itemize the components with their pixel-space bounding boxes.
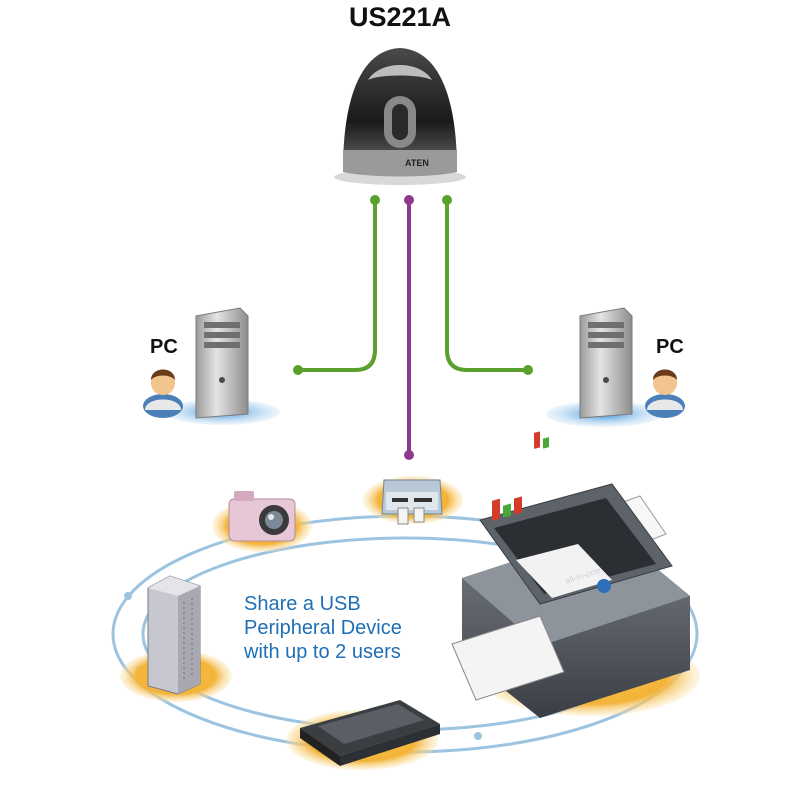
user-icon-left xyxy=(143,369,183,418)
camera-icon xyxy=(212,491,312,552)
tagline-line-2: Peripheral Device xyxy=(244,617,402,639)
pc-link-right-end-bottom xyxy=(523,365,533,375)
pc-link-left-end-bottom xyxy=(293,365,303,375)
usb-switch-device: ATEN xyxy=(334,48,466,185)
scanner-icon xyxy=(286,700,440,770)
pc-link-right xyxy=(445,200,528,372)
pc-link-left xyxy=(298,200,377,372)
pc-left xyxy=(164,307,280,425)
tagline-line-3: with up to 2 users xyxy=(244,641,401,663)
tagline: Share a USB Peripheral Device with up to… xyxy=(244,592,484,664)
device-brand: ATEN xyxy=(405,158,429,168)
device-title: US221A xyxy=(348,2,452,32)
pc-right xyxy=(546,307,662,427)
pc-label-left: PC xyxy=(150,336,178,358)
tagline-line-1: Share a USB xyxy=(244,593,361,615)
peripheral-link-end-top xyxy=(404,195,414,205)
peripheral-link-end-bottom xyxy=(404,450,414,460)
printer-icon: all-in-one xyxy=(451,431,700,718)
pc-link-right-end-top xyxy=(442,195,452,205)
external-drive-icon xyxy=(120,575,232,702)
user-icon-right xyxy=(645,369,685,418)
pc-label-right: PC xyxy=(656,336,684,358)
pc-link-left-end-top xyxy=(370,195,380,205)
card-reader-icon xyxy=(363,476,463,525)
